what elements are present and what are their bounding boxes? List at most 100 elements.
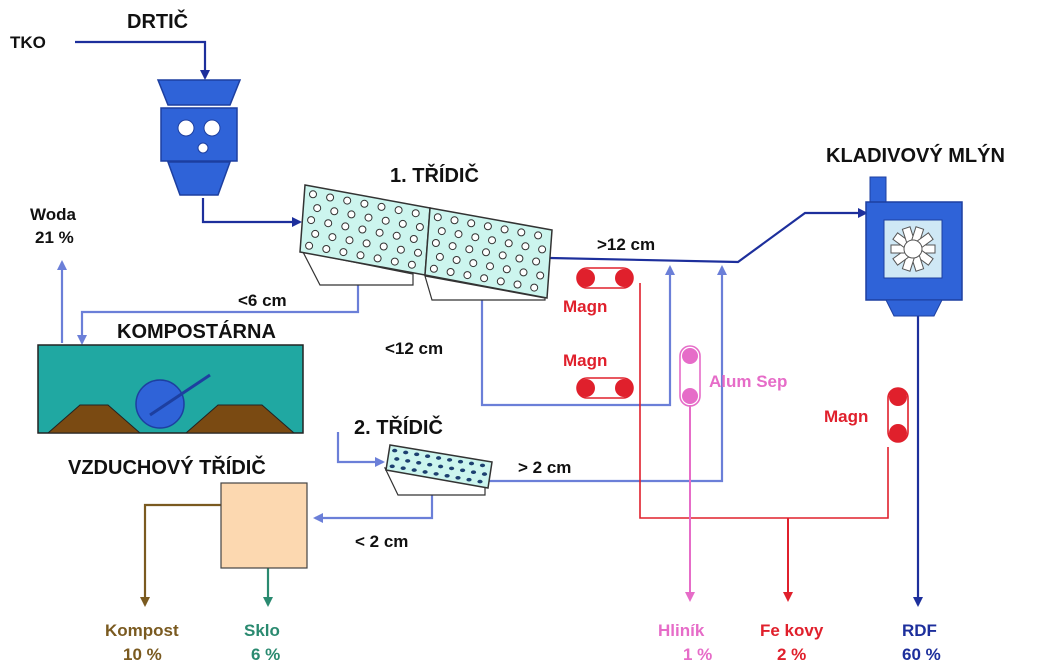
label-lt2: < 2 cm xyxy=(355,532,408,551)
screen-hole xyxy=(500,225,509,234)
crusher-roller-icon xyxy=(197,142,209,154)
screen-hole xyxy=(471,233,480,242)
screen-hole xyxy=(405,459,411,463)
label-woda: Woda xyxy=(30,205,77,224)
screen-hole xyxy=(515,254,524,263)
screen-hole xyxy=(498,251,507,260)
screen-hole xyxy=(479,463,486,468)
screen-hole xyxy=(468,461,475,466)
compost-pile-right xyxy=(184,404,296,434)
screen-hole xyxy=(322,245,331,253)
screen-hole xyxy=(362,239,371,248)
screen-hole xyxy=(482,248,490,257)
screen-hole xyxy=(394,457,400,461)
label-magn-1: Magn xyxy=(563,297,607,316)
output-hlinik-pct: 1 % xyxy=(683,645,712,664)
screen-hole xyxy=(435,252,444,261)
gt12-line xyxy=(549,208,868,264)
label-tko: TKO xyxy=(10,33,46,52)
screen-hole xyxy=(358,225,367,234)
compost-to-screen2-line xyxy=(336,432,385,467)
screen-hole xyxy=(411,209,420,218)
screen-hole xyxy=(373,254,382,263)
screen-hole xyxy=(437,227,446,236)
screen-hole xyxy=(313,204,322,213)
screen-hole xyxy=(447,458,453,462)
crusher-roller-icon xyxy=(203,119,221,137)
screen-hole xyxy=(444,473,450,478)
screen-hole xyxy=(324,219,333,228)
screen-hole xyxy=(532,257,541,266)
screen-hole xyxy=(339,248,348,257)
lt12-line xyxy=(480,265,675,407)
screen-hole xyxy=(377,202,386,211)
screen-hole xyxy=(438,464,444,469)
screen-hole xyxy=(389,464,395,469)
screen-hole xyxy=(326,193,335,202)
screen-hole xyxy=(450,216,459,225)
lt6-line xyxy=(77,283,360,345)
screen-hole xyxy=(521,242,530,251)
compost-pile-left xyxy=(46,404,142,434)
screen-hole xyxy=(452,256,461,264)
screen-hole xyxy=(455,475,461,480)
rotor-hub xyxy=(903,239,923,259)
screen-hole xyxy=(470,470,477,475)
flow-lines xyxy=(57,40,923,607)
screen-hole xyxy=(407,260,416,269)
screen-hole xyxy=(416,460,422,465)
crusher xyxy=(156,79,242,196)
screen-hole xyxy=(457,459,464,464)
magnetic-separator-2 xyxy=(576,377,634,399)
screen-hole xyxy=(379,242,388,251)
screen-hole xyxy=(486,262,494,271)
label-kompostarna: KOMPOSTÁRNA xyxy=(117,320,276,343)
label-gt2: > 2 cm xyxy=(518,458,571,477)
screen-hole xyxy=(411,468,417,472)
screen-hole xyxy=(467,219,476,228)
compost-turner-icon xyxy=(135,379,185,429)
screen-hole xyxy=(390,257,399,266)
screen-hole xyxy=(309,190,317,199)
label-alum-sep: Alum Sep xyxy=(709,372,787,391)
label-magn-3: Magn xyxy=(824,407,868,426)
screen-hole xyxy=(496,277,505,286)
screen-hole xyxy=(449,466,455,471)
aluminium-separator xyxy=(679,345,701,407)
kompost-line xyxy=(140,503,221,607)
screen-hole xyxy=(502,265,511,274)
screen-hole xyxy=(400,466,406,471)
screen-hole xyxy=(436,456,442,460)
screen-hole xyxy=(429,264,438,273)
screen-hole xyxy=(534,231,543,240)
label-drtic: DRTIČ xyxy=(127,9,188,33)
screen-hole xyxy=(414,452,420,457)
air-classifier-box xyxy=(220,482,308,569)
label-gt12: >12 cm xyxy=(597,235,655,254)
screen-hole xyxy=(360,199,369,208)
mill-chimney xyxy=(869,176,887,206)
screen-hole xyxy=(381,216,390,225)
output-fe-kovy-label: Fe kovy xyxy=(760,621,824,640)
fe-collect-line xyxy=(639,283,889,519)
label-vzduchovy-tridic: VZDUCHOVÝ TŘÍDIČ xyxy=(68,455,266,479)
screen-hole xyxy=(448,242,457,251)
screen-hole xyxy=(328,233,337,242)
composting-plant xyxy=(37,344,304,434)
screen-hole xyxy=(415,223,424,231)
screen-hole xyxy=(364,213,373,222)
screen-hole xyxy=(469,259,478,268)
crusher-outlet xyxy=(166,161,232,196)
output-sklo-label: Sklo xyxy=(244,621,280,640)
screen-hole xyxy=(481,472,488,476)
output-kompost-label: Kompost xyxy=(105,621,179,640)
label-tridic1: 1. TŘÍDIČ xyxy=(390,163,479,187)
screen-hole xyxy=(530,283,539,292)
screen-hole xyxy=(347,210,356,219)
label-lt12: <12 cm xyxy=(385,339,443,358)
screen-hole xyxy=(517,228,526,237)
screen-hole xyxy=(345,236,354,245)
magnetic-separator-3 xyxy=(887,387,909,443)
screen-hole xyxy=(307,216,316,225)
